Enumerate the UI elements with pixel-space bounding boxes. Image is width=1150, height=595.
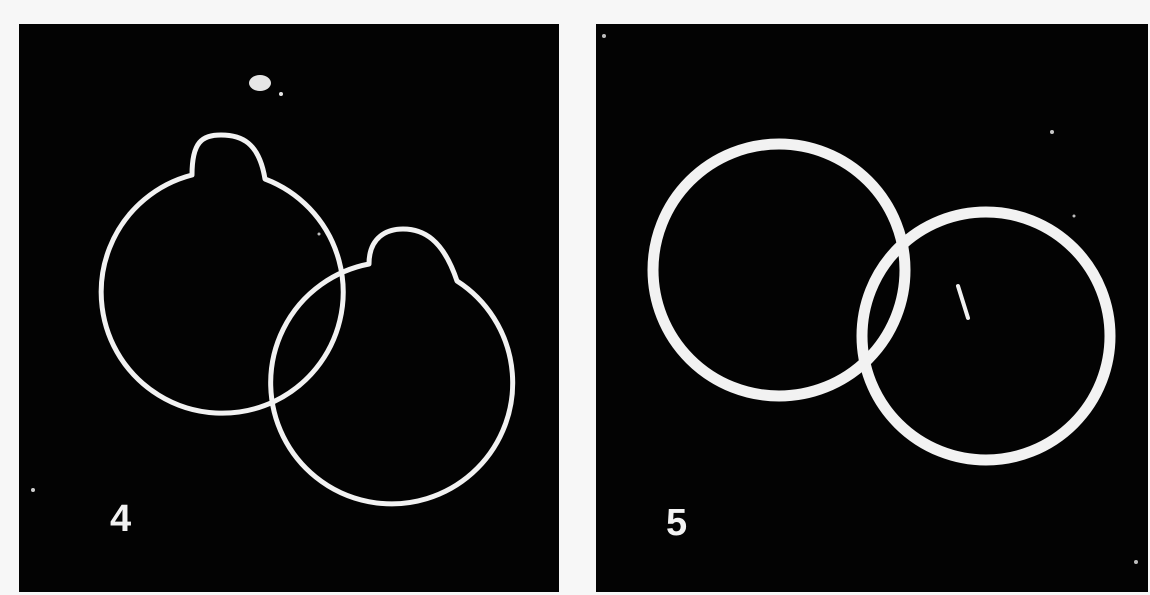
speck-dot (1073, 215, 1076, 218)
figure-panel-5: 5 (596, 24, 1148, 592)
panel-number: 5 (666, 504, 687, 542)
speck-dot (1134, 560, 1138, 564)
speck-dot (31, 488, 35, 492)
bumped-circle-right (271, 229, 513, 504)
figure-panel-4: 4 (19, 24, 559, 592)
panel-number: 4 (110, 500, 131, 538)
speck-dot (318, 233, 321, 236)
small-mark (958, 286, 968, 318)
speck-blob (249, 75, 271, 91)
speck-dot (1050, 130, 1054, 134)
bumped-circle-left (101, 135, 343, 413)
speck-dot (279, 92, 283, 96)
panel-4-drawing (19, 24, 559, 592)
speck-dot (602, 34, 606, 38)
ring-right (862, 212, 1110, 460)
